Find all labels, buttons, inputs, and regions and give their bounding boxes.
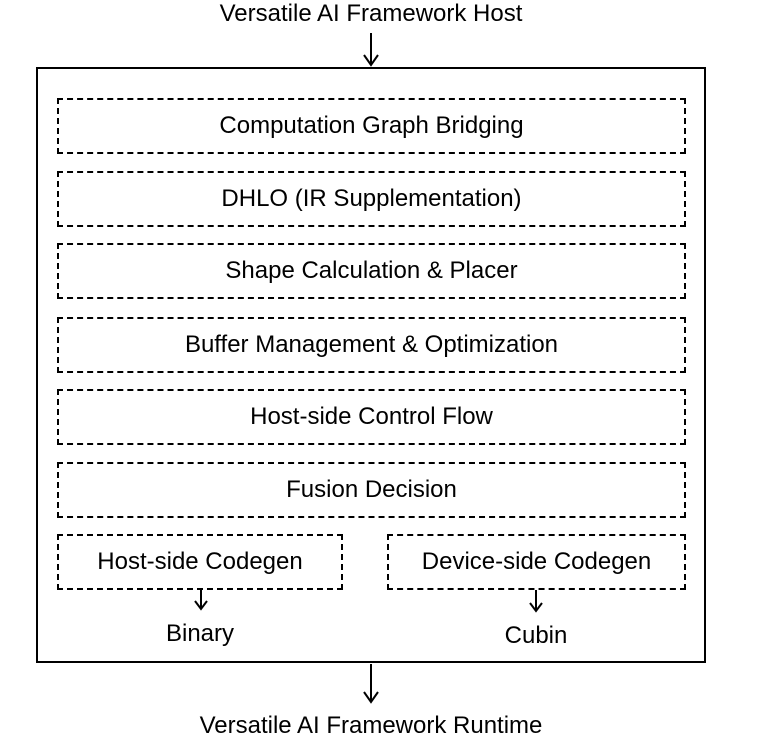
output-arrow — [363, 664, 379, 704]
stage-fusion-decision: Fusion Decision — [57, 462, 686, 518]
cubin-output-label: Cubin — [504, 622, 568, 649]
output-label: Versatile AI Framework Runtime — [199, 712, 543, 739]
stage-shape-calculation: Shape Calculation & Placer — [57, 243, 686, 299]
input-label: Versatile AI Framework Host — [219, 0, 523, 27]
binary-output-label: Binary — [165, 620, 235, 647]
device-codegen-box: Device-side Codegen — [387, 534, 686, 590]
framework-container — [36, 67, 706, 663]
host-codegen-box: Host-side Codegen — [57, 534, 343, 590]
input-arrow — [363, 33, 379, 67]
stage-dhlo: DHLO (IR Supplementation) — [57, 171, 686, 227]
stage-computation-graph-bridging: Computation Graph Bridging — [57, 98, 686, 154]
stage-buffer-management: Buffer Management & Optimization — [57, 317, 686, 373]
stage-host-control-flow: Host-side Control Flow — [57, 389, 686, 445]
